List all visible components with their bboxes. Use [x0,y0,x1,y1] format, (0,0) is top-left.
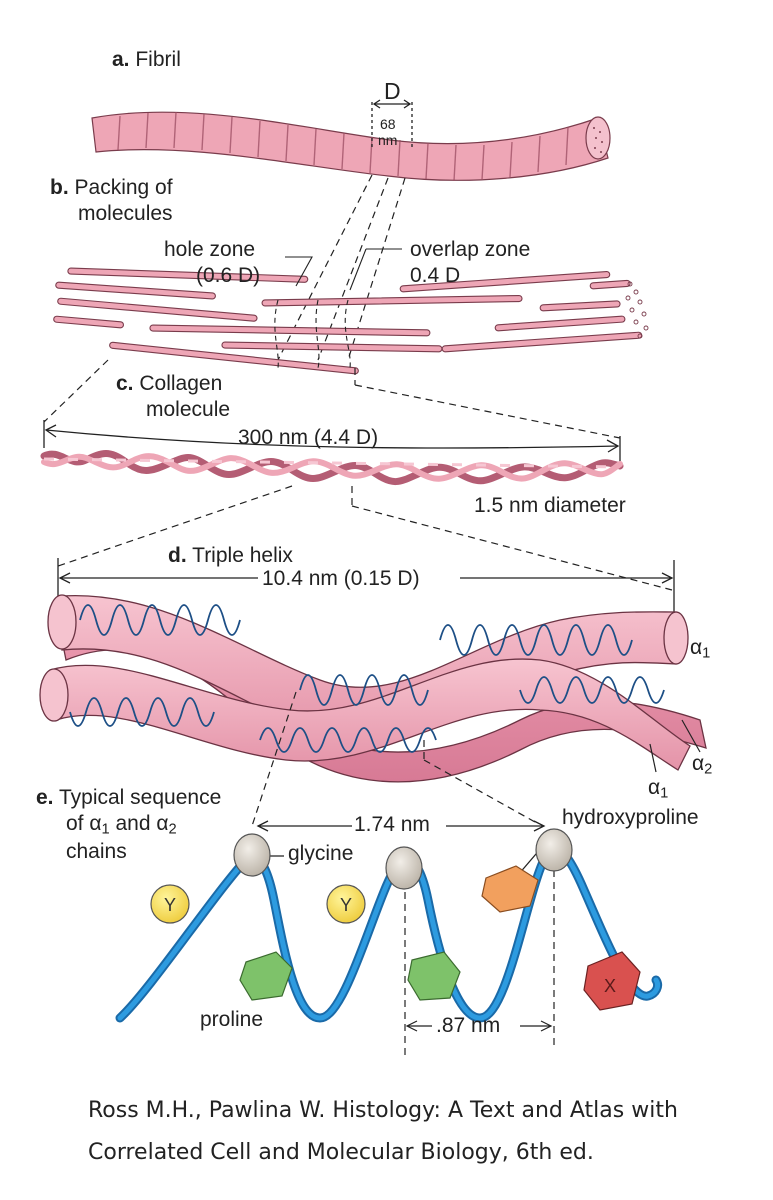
glycine-label: glycine [288,842,354,865]
packed-molecule [67,267,309,283]
x-residue-label: X [604,976,616,996]
panel-b-title: b. Packing of [50,176,173,199]
fibril-end [585,116,611,160]
packed-molecule [399,271,611,293]
y-residue-label: Y [164,895,176,915]
molecule-length-label: 300 nm (4.4 D) [238,426,379,449]
packed-molecule [53,315,125,329]
panel-e-title-line3: chains [66,840,127,863]
fibril-bands [117,111,569,182]
panel-b-title-line2: molecules [78,202,173,225]
packed-molecule [57,297,258,322]
spacing-label: 1.74 nm [354,813,430,836]
rise-label: .87 nm [436,1014,501,1037]
packed-molecule [441,331,643,353]
packed-molecule [221,341,443,353]
molecule-strand [40,450,624,485]
fibril-end-dots [593,127,603,153]
molecule-diameter-label: 1.5 nm diameter [474,494,626,517]
connector-d-e [251,691,536,827]
overlap-zone-value: 0.4 D [410,264,461,287]
alpha-leaders [649,719,701,773]
zone-leaders [285,248,402,291]
panel-c-title: c. Collagen [116,372,223,395]
period-marker [371,99,413,150]
y-residue: Y [326,884,366,924]
y-residue: Y [150,884,190,924]
hole-zone-label: hole zone [164,238,256,261]
molecule-length-arrow [43,420,621,466]
molecule-strand [41,453,623,482]
rise-guides [404,870,555,1055]
panel-c-title-line2: molecule [146,398,231,421]
proline-residue [407,951,461,1001]
packed-molecule [261,294,523,307]
glycine-residue [535,828,573,872]
hole-zone-value: (0.6 D) [196,264,261,287]
packing-end-dots [625,281,649,339]
helix-end [663,611,689,665]
panel-e-title: e. Typical sequence [36,786,222,809]
proline-residue [239,951,293,1001]
proline-label: proline [200,1008,264,1031]
connector-c-d [57,485,673,591]
x-residue: X [583,951,641,1011]
molecule-packing [53,267,643,375]
alpha1-bottom-label: α1 [648,776,669,802]
packed-molecule [589,279,631,290]
packed-molecule [494,315,626,332]
connector-b-c [43,359,621,439]
helix-strand [49,658,691,771]
helix-end [47,594,77,650]
hydroxyproline-label: hydroxyproline [562,806,699,829]
fibril-body [91,111,609,181]
overlap-zone-label: overlap zone [410,238,531,261]
packed-molecule [149,324,431,337]
glycine-residue [233,833,271,877]
alpha2-label: α2 [692,752,713,778]
molecule-strand [43,457,621,469]
triple-helix [39,594,707,783]
helix-length-arrow [57,558,675,640]
helix-length-label: 10.4 nm (0.15 D) [262,567,420,590]
citation-caption: Ross M.H., Pawlina W. Histology: A Text … [88,1090,678,1174]
panel-a-title: a. Fibril [112,48,181,71]
packed-molecule [55,281,216,300]
caption-line-2: Correlated Cell and Molecular Biology, 6… [88,1140,594,1165]
packed-molecule [539,300,621,312]
caption-line-1: Ross M.H., Pawlina W. Histology: A Text … [88,1098,678,1123]
panel-e-title-line2: of α1 and α2 [66,812,177,838]
alpha1-top-label: α1 [690,636,711,662]
helix-chain-wiggles [69,604,665,753]
fibril [91,99,611,182]
period-unit: nm [378,132,398,148]
d-period-label: D [384,78,401,104]
period-value: 68 [380,116,396,132]
hydroxyproline-residue [481,865,539,913]
glycine-residue [385,846,423,890]
zone-guides [274,299,351,369]
packed-molecule [109,341,359,375]
panel-d-title: d. Triple helix [168,544,293,567]
y-residue-label: Y [340,895,352,915]
collagen-molecule [40,450,624,485]
helix-end [39,668,69,722]
